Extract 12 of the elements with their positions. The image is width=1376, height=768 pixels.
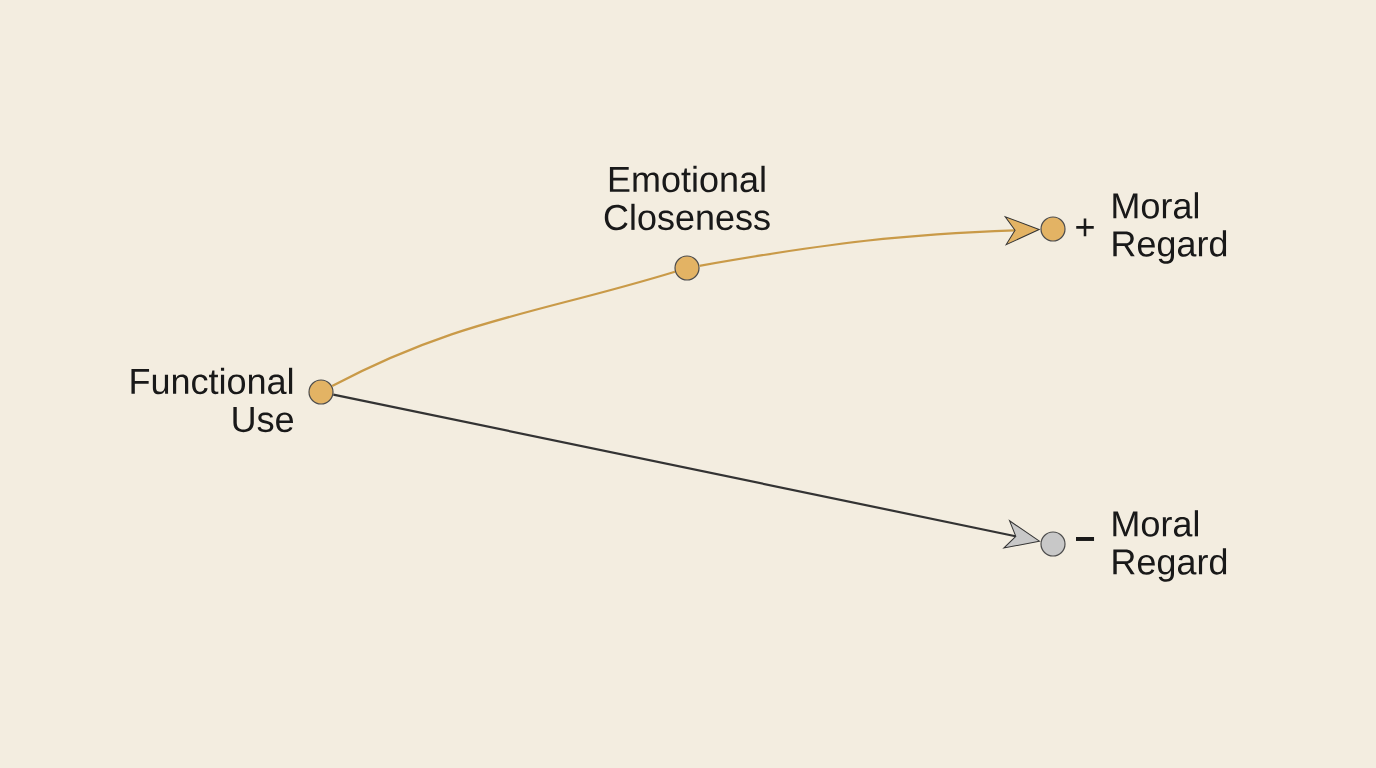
- node-label: Emotional Closeness: [604, 165, 770, 231]
- dot: [308, 379, 334, 405]
- minus-sign: −: [1076, 537, 1095, 541]
- dot: [1040, 531, 1066, 557]
- node-label: Functional Use: [131, 367, 293, 433]
- dot: [1040, 216, 1066, 242]
- plus-sign: +: [1076, 218, 1094, 237]
- arrow: [333, 393, 1040, 549]
- node-label: Moral Regard: [1113, 192, 1227, 264]
- arrow: [699, 216, 1040, 267]
- dot: [674, 255, 700, 281]
- node-label: Moral Regard: [1113, 510, 1227, 582]
